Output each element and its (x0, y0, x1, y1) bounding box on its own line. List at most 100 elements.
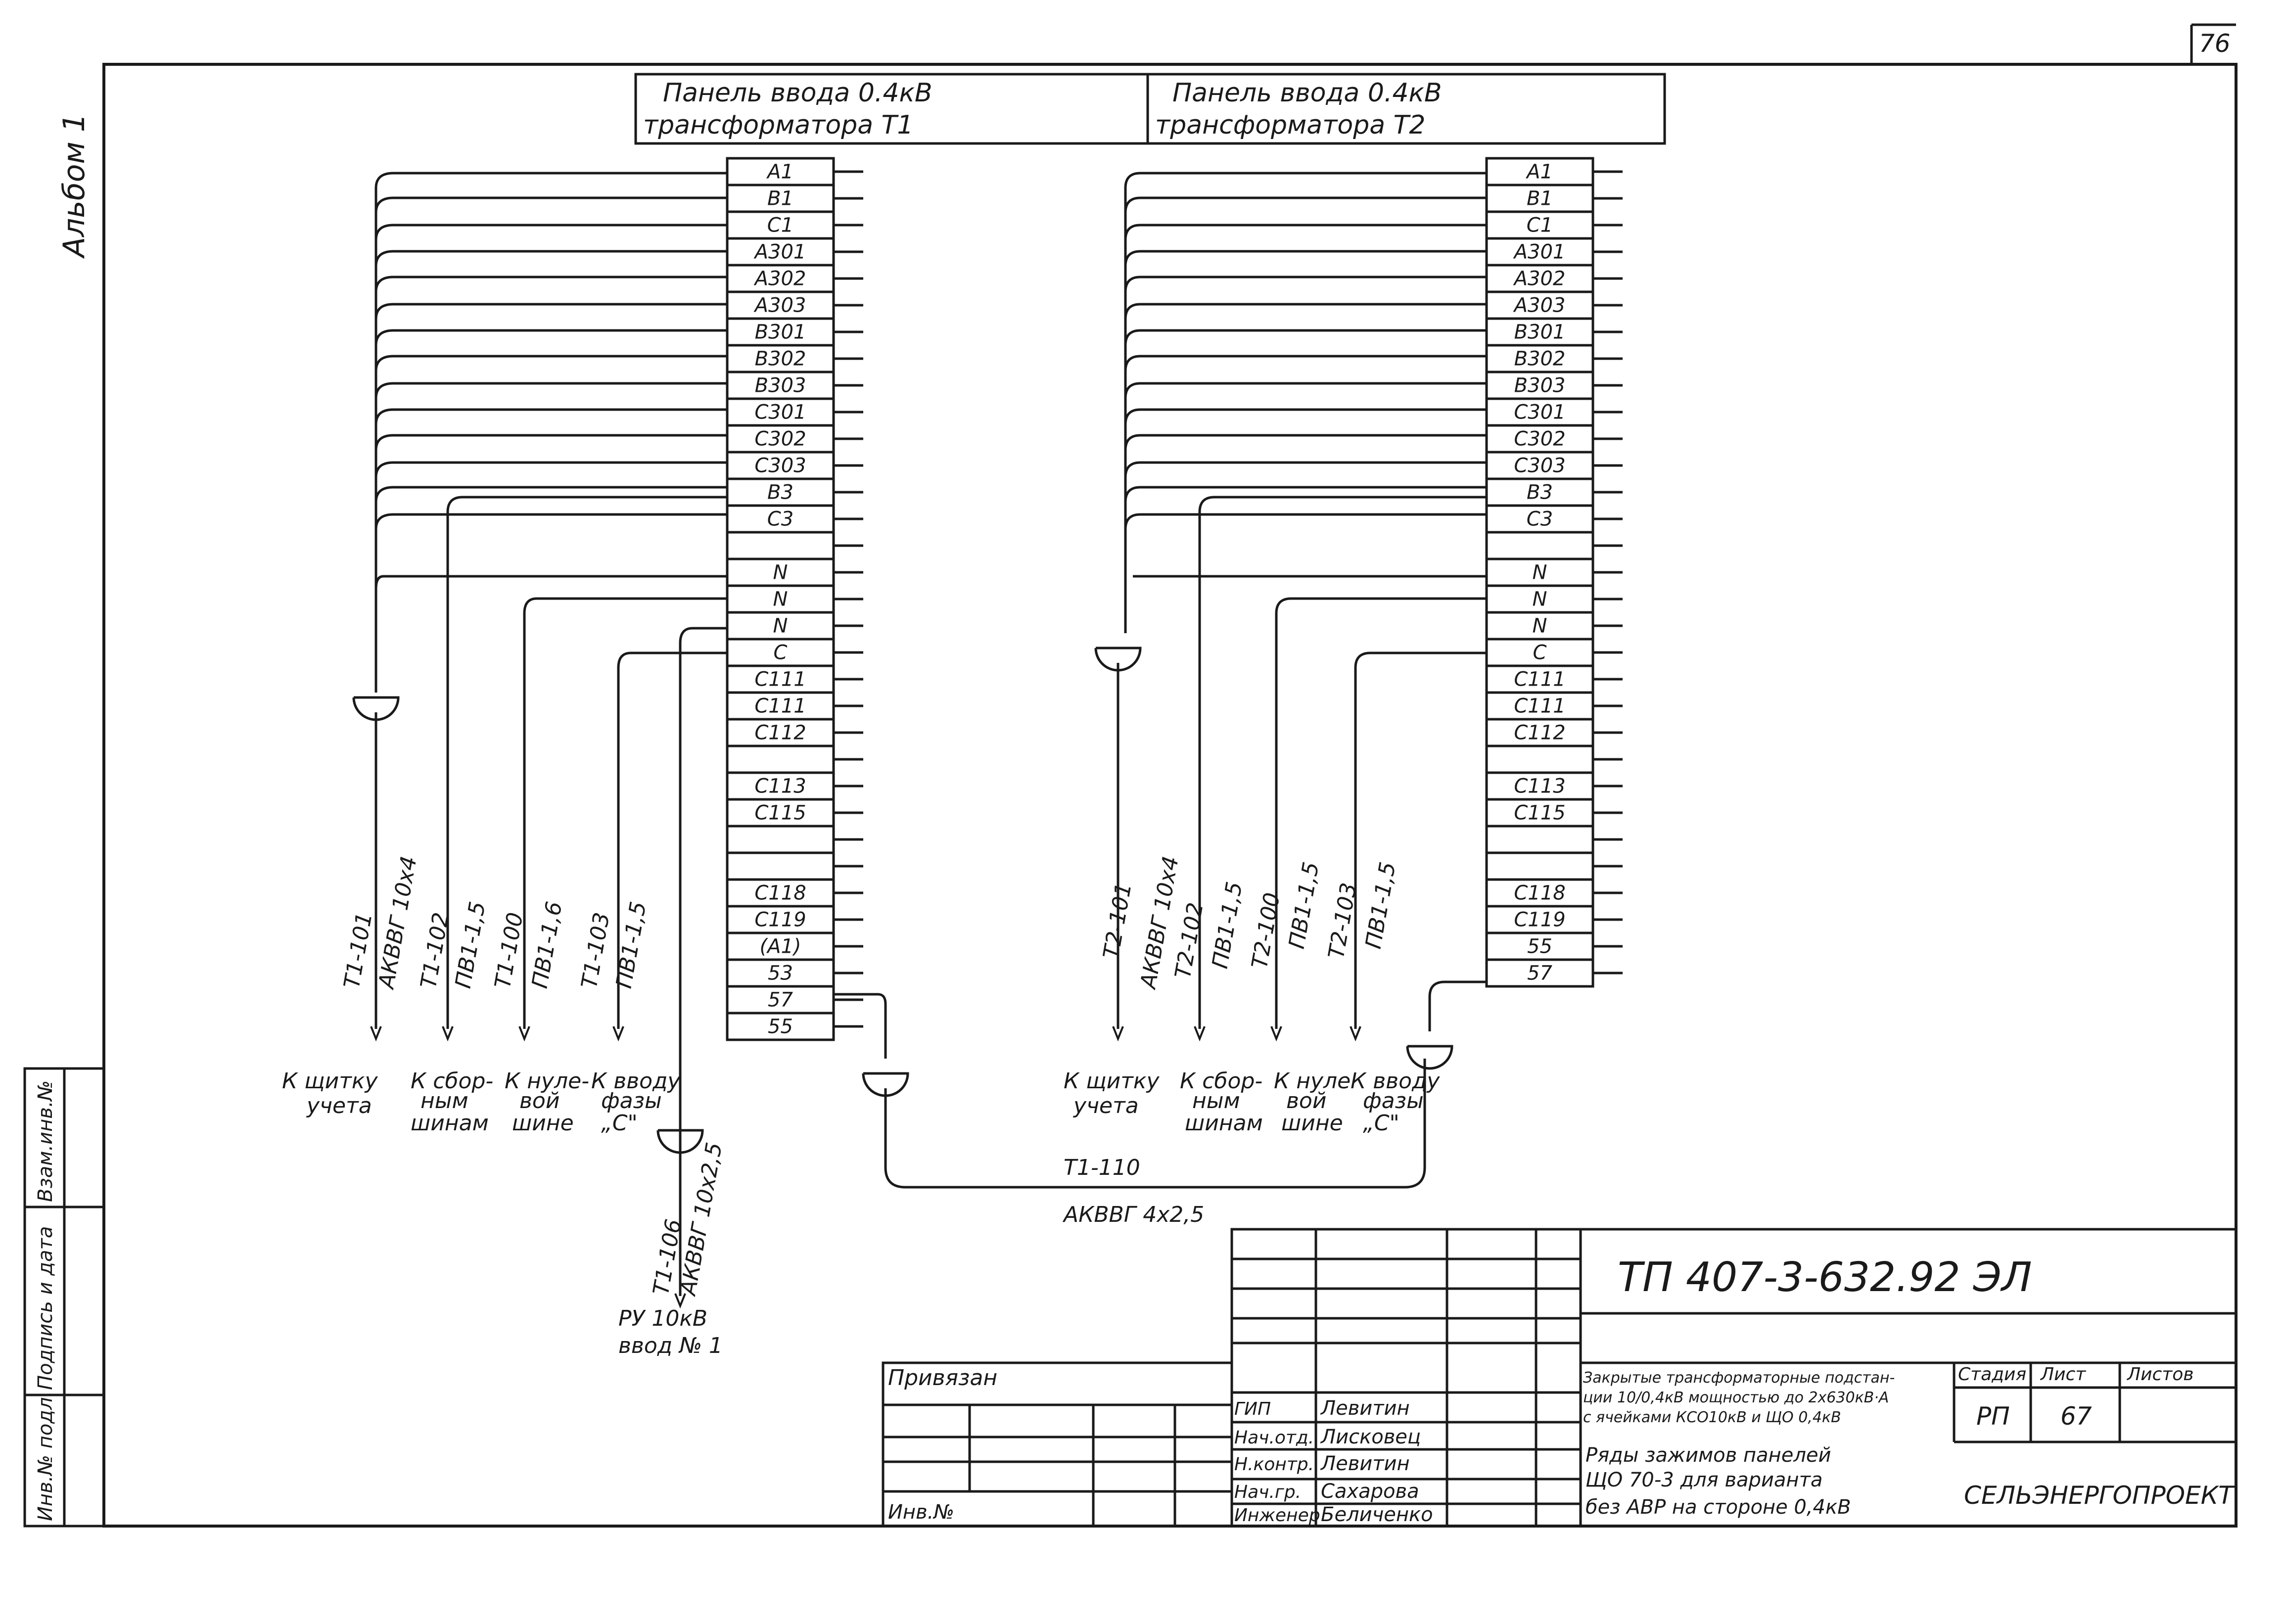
panel-t2-line1: Панель ввода 0.4кВ (1172, 78, 1442, 108)
dest-t2-zero-1: К нуле (1274, 1068, 1351, 1094)
dest-t2-meter-2: учета (1073, 1093, 1139, 1118)
wiring (352, 172, 1487, 1309)
object-desc-2: ции 10/0,4кВ мощностью до 2х630кВ·А (1583, 1389, 1889, 1406)
t2-terminal-label: 57 (1527, 962, 1552, 985)
name-gip: Левитин (1320, 1397, 1410, 1420)
dest-t1-bus-1: К сбор- (411, 1068, 493, 1094)
t1-terminal (726, 851, 863, 881)
cable-t2-102-id: Т2-102 (1170, 901, 1209, 980)
dest-t1-meter-1: К щитку (282, 1068, 378, 1094)
t1-terminal: С1 (726, 210, 863, 240)
object-desc-3: с ячейками КСО10кВ и ЩО 0,4кВ (1583, 1409, 1841, 1426)
sheet-desc-1: Ряды зажимов панелей (1586, 1444, 1831, 1467)
stamp-signature-date: Подпись и дата (34, 1226, 57, 1390)
dest-t2-bus-2: ным (1192, 1088, 1240, 1114)
dest-t2-phase-2: фазы (1363, 1088, 1424, 1114)
t1-terminal-label: С3 (767, 508, 793, 531)
cable-t1-101-type: АКВВГ 10х4 (373, 854, 422, 992)
t1-terminal: (А1) (726, 931, 863, 961)
t2-terminal: А1 (1485, 157, 1623, 186)
t1-terminal: 57 (726, 985, 863, 1015)
org-name: СЕЛЬЭНЕРГОПРОЕКТ (1964, 1481, 2235, 1510)
t1-terminal (726, 744, 863, 774)
role-gip: ГИП (1234, 1399, 1271, 1419)
t2-terminal-label: В301 (1514, 321, 1566, 344)
panel-t1-line2: трансформатора Т1 (643, 110, 913, 140)
panel-t1-line1: Панель ввода 0.4кВ (663, 78, 933, 108)
role-nach-gr: Нач.гр. (1234, 1482, 1301, 1502)
cable-t1-106-type: АКВВГ 10х2,5 (675, 1141, 727, 1299)
t1-terminal: В303 (726, 371, 863, 400)
sheet-desc-3: без АВР на стороне 0,4кВ (1586, 1496, 1851, 1519)
cable-t1-101-id: Т1-101 (339, 911, 377, 990)
stage-value: РП (1976, 1402, 2010, 1431)
t2-terminal: С302 (1485, 424, 1623, 454)
dest-t1-zero-1: К нуле- (505, 1068, 589, 1094)
t2-terminal: N (1485, 584, 1623, 614)
t1-terminal: С3 (726, 504, 863, 534)
doc-code: ТП 407-3-632.92 ЭЛ (1618, 1254, 2032, 1301)
t2-terminal: 55 (1485, 931, 1623, 961)
t1-terminal-label: С111 (754, 695, 806, 718)
cable-t1-110-id: Т1-110 (1064, 1155, 1140, 1180)
cable-link: Т1-110 АКВВГ 4х2,5 (1062, 1155, 1204, 1227)
t2-terminal-label: С113 (1514, 775, 1565, 798)
t1-terminal-label: N (773, 561, 788, 584)
dest-t2-bus-1: К сбор- (1180, 1068, 1262, 1094)
drawing-frame (102, 63, 2238, 1528)
t1-terminal: С302 (726, 424, 863, 454)
t2-terminal: С115 (1485, 798, 1623, 828)
t1-terminal-label: С112 (754, 722, 806, 744)
name-nach-otd: Лисковец (1320, 1426, 1421, 1448)
t2-terminal: N (1485, 611, 1623, 641)
cables-t1-dest: К щитку учета К сбор- ным шинам К нуле- … (282, 1068, 681, 1136)
t1-terminal: С112 (726, 718, 863, 747)
t2-terminal-label: А302 (1513, 268, 1566, 290)
t1-terminal: 55 (726, 1012, 863, 1041)
name-nach-gr: Сахарова (1321, 1480, 1419, 1503)
t2-terminal: С113 (1485, 771, 1623, 801)
t1-terminal: N (726, 584, 863, 614)
t2-terminal: С301 (1485, 397, 1623, 427)
t2-terminal: 57 (1485, 958, 1623, 988)
t2-terminal: В302 (1485, 344, 1623, 373)
sheets-label: Листов (2126, 1364, 2193, 1385)
t1-terminal-label: 57 (768, 989, 793, 1012)
t2-terminal: С1 (1485, 210, 1623, 240)
t1-terminal-label: С301 (754, 401, 806, 424)
t2-terminal (1485, 825, 1623, 854)
t2-terminal (1485, 531, 1623, 560)
t1-terminal: А302 (726, 264, 863, 293)
t2-terminal: А302 (1485, 264, 1623, 293)
inv-no-label: Инв.№ (888, 1501, 954, 1524)
cables-t1: Т1-101 АКВВГ 10х4 Т1-102 ПВ1-1,5 Т1-100 … (339, 854, 652, 992)
cables-t2-dest: К щитку учета К сбор- ным шинам К нуле в… (1064, 1068, 1440, 1136)
t1-terminal: С (726, 638, 863, 667)
dest-t1-phase-2: фазы (601, 1088, 662, 1114)
t1-terminal-label: С1 (767, 214, 793, 237)
t1-terminal: N (726, 611, 863, 641)
terminal-block-t1: А1В1С1А301А302А303В301В302В303С301С302С3… (726, 157, 863, 1041)
role-n-kontr: Н.контр. (1234, 1454, 1314, 1475)
t2-terminal: С111 (1485, 664, 1623, 694)
t1-terminal: В302 (726, 344, 863, 373)
t2-terminal: N (1485, 557, 1623, 587)
t2-terminal: В3 (1485, 477, 1623, 507)
t1-terminal: А301 (726, 237, 863, 267)
t2-terminal: С112 (1485, 718, 1623, 747)
dest-t1-bus-3: шинам (411, 1111, 489, 1136)
t1-terminal (726, 825, 863, 854)
t2-terminal-label: С (1533, 642, 1547, 664)
t2-terminal: А301 (1485, 237, 1623, 267)
dest-t1-bus-2: ным (420, 1088, 468, 1114)
t1-terminal-label: А303 (753, 294, 806, 317)
t2-terminal-label: С111 (1514, 695, 1565, 718)
dest-t2-zero-3: шине (1281, 1111, 1343, 1136)
t2-terminal: С303 (1485, 451, 1623, 480)
t1-terminal-label: N (773, 615, 788, 638)
terminal-block-t2: А1В1С1А301А302А303В301В302В303С301С302С3… (1485, 157, 1623, 988)
t2-terminal-label: С303 (1514, 455, 1565, 477)
t2-terminal-label: С302 (1514, 428, 1565, 451)
t1-terminal-label: С119 (754, 909, 806, 931)
t1-terminal: С303 (726, 451, 863, 480)
